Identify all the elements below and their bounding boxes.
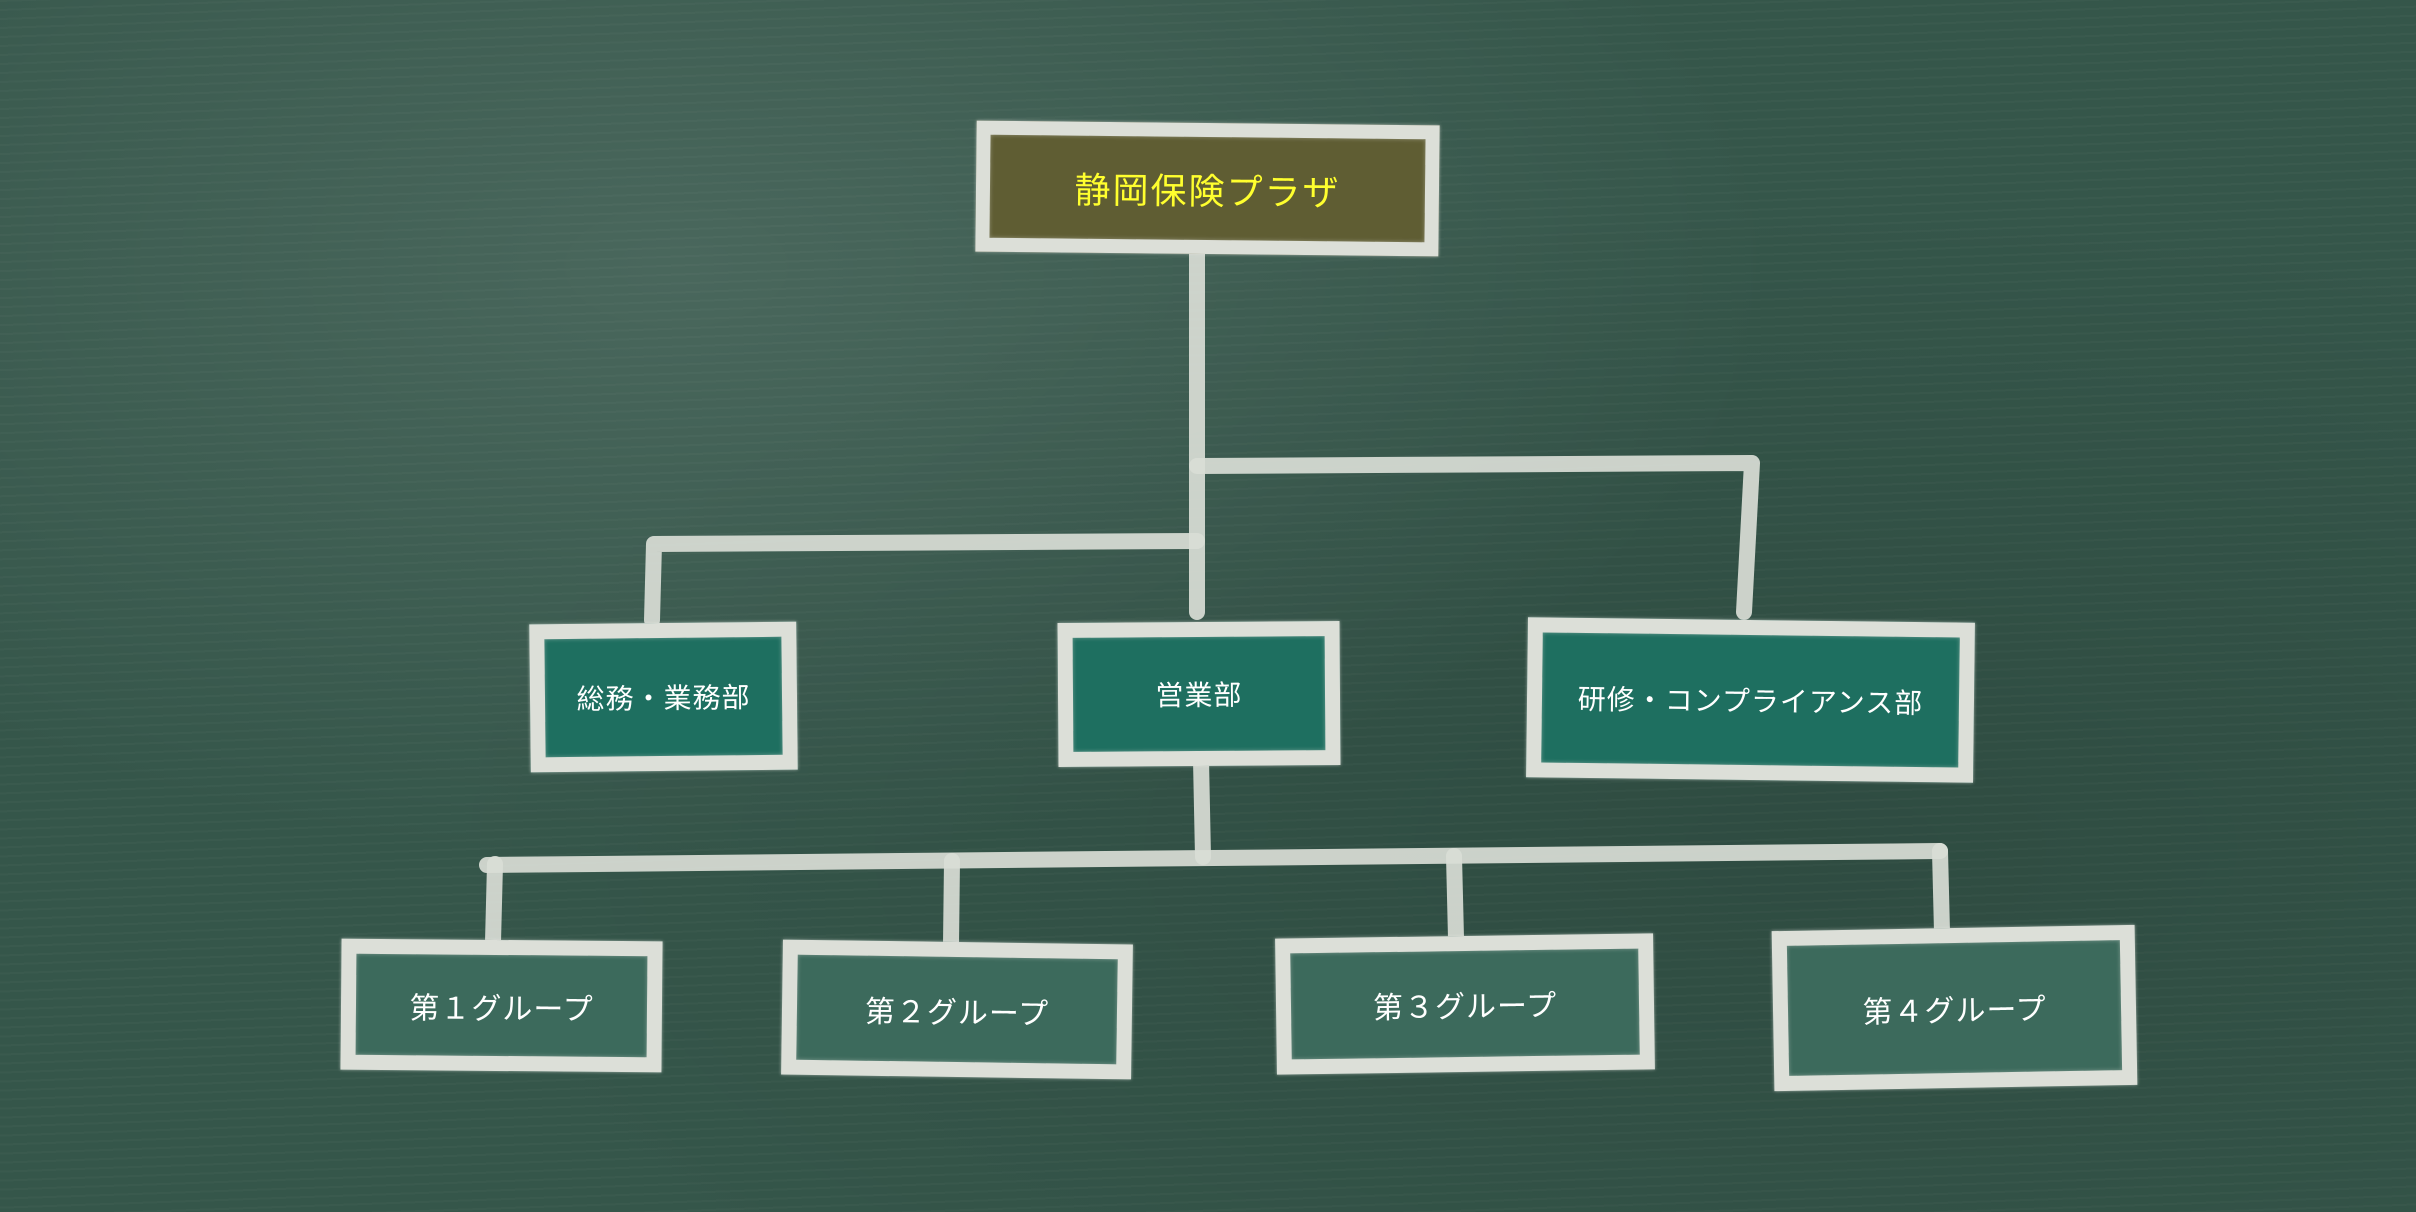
group-label-3: 第３グループ (1372, 988, 1558, 1027)
group-box-3: 第３グループ (1275, 933, 1655, 1075)
connector-to-group-4 (1932, 843, 1950, 940)
connector-to-group-1 (485, 856, 503, 950)
connector-to-general-affairs (644, 533, 1205, 628)
group-label-2: 第２グループ (864, 994, 1050, 1032)
connector-sales-down (1193, 752, 1211, 865)
group-label-1: 第１グループ (409, 990, 594, 1028)
group-box-1: 第１グループ (340, 938, 663, 1073)
department-box-sales: 営業部 (1057, 621, 1341, 767)
connector-to-group-3 (1446, 848, 1464, 946)
department-label-general-affairs: 総務・業務部 (576, 681, 751, 716)
group-box-4: 第４グループ (1771, 924, 2138, 1092)
department-box-training-compliance: 研修・コンプライアンス部 (1526, 617, 1975, 783)
group-box-2: 第２グループ (781, 939, 1133, 1080)
department-label-training-compliance: 研修・コンプライアンス部 (1577, 682, 1924, 721)
connector-to-training-compliance (1189, 455, 1760, 620)
connector-group-bus (479, 843, 1948, 873)
org-root-box: 静岡保険プラザ (975, 120, 1440, 257)
department-label-sales: 営業部 (1155, 678, 1243, 713)
connector-to-group-2 (943, 853, 960, 952)
org-root-label: 静岡保険プラザ (1074, 170, 1341, 214)
department-box-general-affairs: 総務・業務部 (529, 621, 798, 773)
group-label-4: 第４グループ (1862, 992, 2047, 1031)
